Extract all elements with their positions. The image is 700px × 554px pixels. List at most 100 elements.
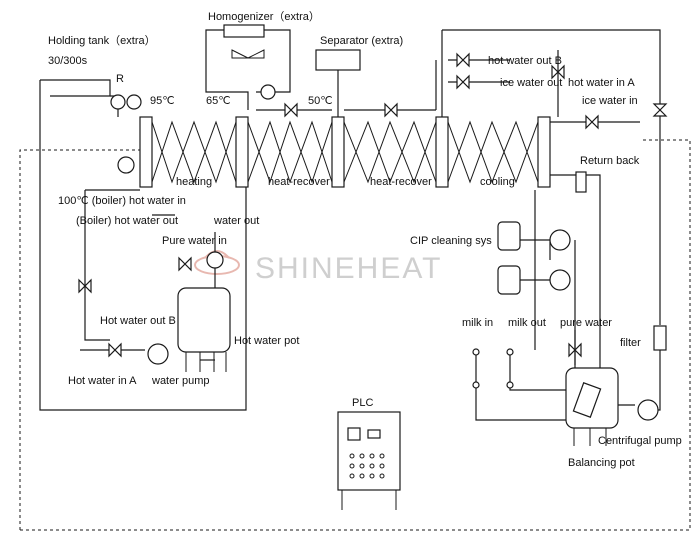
label-hot-water-out-b-top: hot water out B — [488, 55, 562, 67]
homogenizer-valve-icon — [231, 49, 265, 59]
milk-out-port-icon — [506, 348, 514, 356]
watermark-text: SHINEHEAT — [255, 252, 442, 285]
valve-icon — [551, 64, 565, 80]
labels: Holding tank（extra） 30/300s R Homogenize… — [48, 10, 682, 469]
holding-tank — [110, 94, 142, 110]
cooling-section-lines — [447, 120, 539, 184]
exchanger-plate-5 — [537, 116, 551, 188]
label-temp-65: 65℃ — [206, 95, 231, 107]
gauges — [117, 156, 224, 269]
valves — [78, 52, 668, 358]
milk-in-port-icon — [472, 381, 480, 389]
label-heat-recover-2: heat-recover — [370, 176, 432, 188]
homogenizer-gauge-icon — [260, 84, 276, 100]
label-ice-water-in: ice water in — [582, 95, 638, 107]
label-holding-tank: Holding tank（extra） — [48, 34, 156, 47]
label-holding-time: 30/300s — [48, 55, 88, 67]
valve-icon — [456, 52, 470, 68]
label-pure-water-in: Pure water in — [162, 235, 227, 247]
hot-water-pot — [147, 287, 231, 372]
label-cip: CIP cleaning sys — [410, 235, 492, 247]
watermark: SHINEHEAT — [194, 250, 442, 285]
label-milk-in: milk in — [462, 317, 493, 329]
holding-tank-pipe — [40, 79, 111, 97]
plc-body — [337, 411, 401, 491]
milk-out-port-icon — [506, 381, 514, 389]
valve-icon — [284, 102, 298, 118]
label-pure-water: pure water — [560, 317, 612, 329]
filter-icon — [653, 325, 667, 351]
label-temp-50: 50℃ — [308, 95, 333, 107]
plc-display-icon — [367, 429, 381, 439]
label-hot-water-in-a: Hot water in A — [68, 375, 137, 387]
label-return-back: Return back — [580, 155, 640, 167]
label-boiler-hot-water-out: (Boiler) hot water out — [76, 215, 178, 227]
label-water-out: water out — [213, 215, 259, 227]
balancing-pot — [565, 171, 667, 446]
label-homogenizer: Homogenizer（extra） — [208, 10, 320, 23]
cip-tank-1 — [497, 221, 521, 251]
return-back-valve-icon — [575, 171, 587, 193]
label-ice-water-out: ice water out — [500, 77, 562, 89]
label-water-pump: water pump — [151, 375, 209, 387]
valve-icon — [568, 342, 582, 358]
valve-icon — [178, 256, 192, 272]
cip-tank-2 — [497, 265, 521, 295]
valve-icon — [652, 103, 668, 117]
valve-icon — [456, 74, 470, 90]
balancing-pot-float — [572, 382, 602, 418]
exchanger-plate-4 — [435, 116, 449, 188]
label-hot-water-out-b: Hot water out B — [100, 315, 176, 327]
valve-icon — [108, 342, 122, 358]
label-heating: heating — [176, 176, 212, 188]
label-boiler-hot-water-in: 100℃ (boiler) hot water in — [58, 195, 186, 207]
heat-recover-section-1-lines — [247, 120, 333, 184]
hot-water-pot-body — [177, 287, 231, 353]
water-pump-icon — [147, 343, 169, 365]
label-balancing-pot: Balancing pot — [568, 457, 635, 469]
label-heat-recover-1: heat-recover — [268, 176, 330, 188]
label-hot-water-in-a-top: hot water in A — [568, 77, 635, 89]
heating-section-lines — [151, 120, 237, 184]
label-cooling: cooling — [480, 176, 515, 188]
gauge-95-icon — [126, 94, 142, 110]
separator — [315, 49, 361, 71]
homogenizer-body — [223, 24, 265, 38]
label-r: R — [116, 73, 124, 85]
hot-water-pot-legs — [185, 352, 227, 372]
pipe-milk-out — [509, 350, 570, 391]
homogenizer-loop — [205, 29, 291, 110]
pipe-holding-loop — [39, 80, 247, 411]
valve-icon — [78, 278, 92, 294]
milk-in-port-icon — [472, 348, 480, 356]
pipe-milk-in — [475, 350, 570, 421]
label-milk-out: milk out — [508, 317, 546, 329]
heat-recover-section-2-lines — [343, 120, 437, 184]
plc-screen-icon — [347, 427, 361, 441]
label-temp-95: 95℃ — [150, 95, 175, 107]
control-signal-line-left — [19, 149, 140, 530]
plc-legs — [341, 490, 397, 510]
plc-cabinet — [337, 411, 401, 510]
valve-icon — [585, 114, 599, 130]
label-separator: Separator (extra) — [320, 35, 403, 47]
label-centrifugal-pump: Centrifugal pump — [598, 435, 682, 447]
valve-icon — [384, 102, 398, 118]
cip-pump-1-icon — [549, 229, 571, 251]
balancing-pot-legs — [573, 428, 607, 446]
exchanger-plate-1 — [139, 116, 153, 188]
plc-buttons — [349, 453, 385, 479]
label-hot-water-pot: Hot water pot — [234, 335, 299, 347]
cip-pump-2-icon — [549, 269, 571, 291]
separator-body — [315, 49, 361, 71]
cip-system — [472, 221, 571, 389]
label-filter: filter — [620, 337, 641, 349]
centrifugal-pump-icon — [637, 399, 659, 421]
label-plc: PLC — [352, 397, 373, 409]
exchanger-plate-2 — [235, 116, 249, 188]
pure-water-gauge-icon — [206, 251, 224, 269]
pipe-return-back — [580, 174, 601, 381]
control-signal-line-bottom — [20, 139, 691, 531]
